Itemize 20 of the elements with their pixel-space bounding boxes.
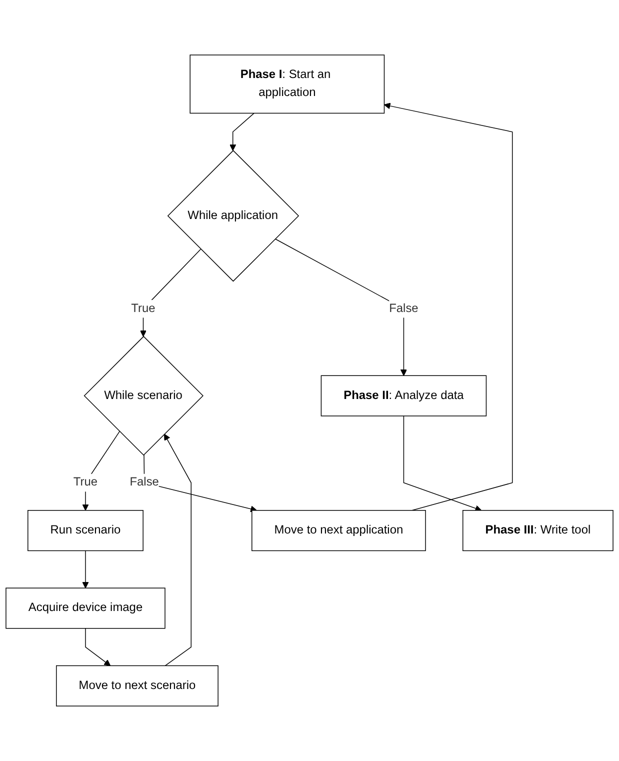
edge-label: True [73,476,98,489]
node-box: Acquire device image [6,588,166,629]
arrow [274,238,407,376]
node-box: Move to next scenario [56,665,218,706]
node-box: Run scenario [28,510,144,552]
node-box: Phase II: Analyze data [320,375,487,416]
edge-label: True [131,302,156,315]
arrow [164,434,192,666]
edge-label: False [130,476,159,489]
arrow [384,102,513,511]
arrow [82,550,89,588]
node-box: Phase I: Start an application [190,54,385,114]
node-box: Phase III: Write tool [462,510,614,552]
arrow [230,112,254,151]
edge-label: False [389,302,418,315]
arrow [403,416,482,512]
node-diamond: While scenario [84,336,204,456]
node-box: Move to next application [252,510,426,552]
arrow [85,628,111,666]
node-diamond: While application [167,150,300,282]
